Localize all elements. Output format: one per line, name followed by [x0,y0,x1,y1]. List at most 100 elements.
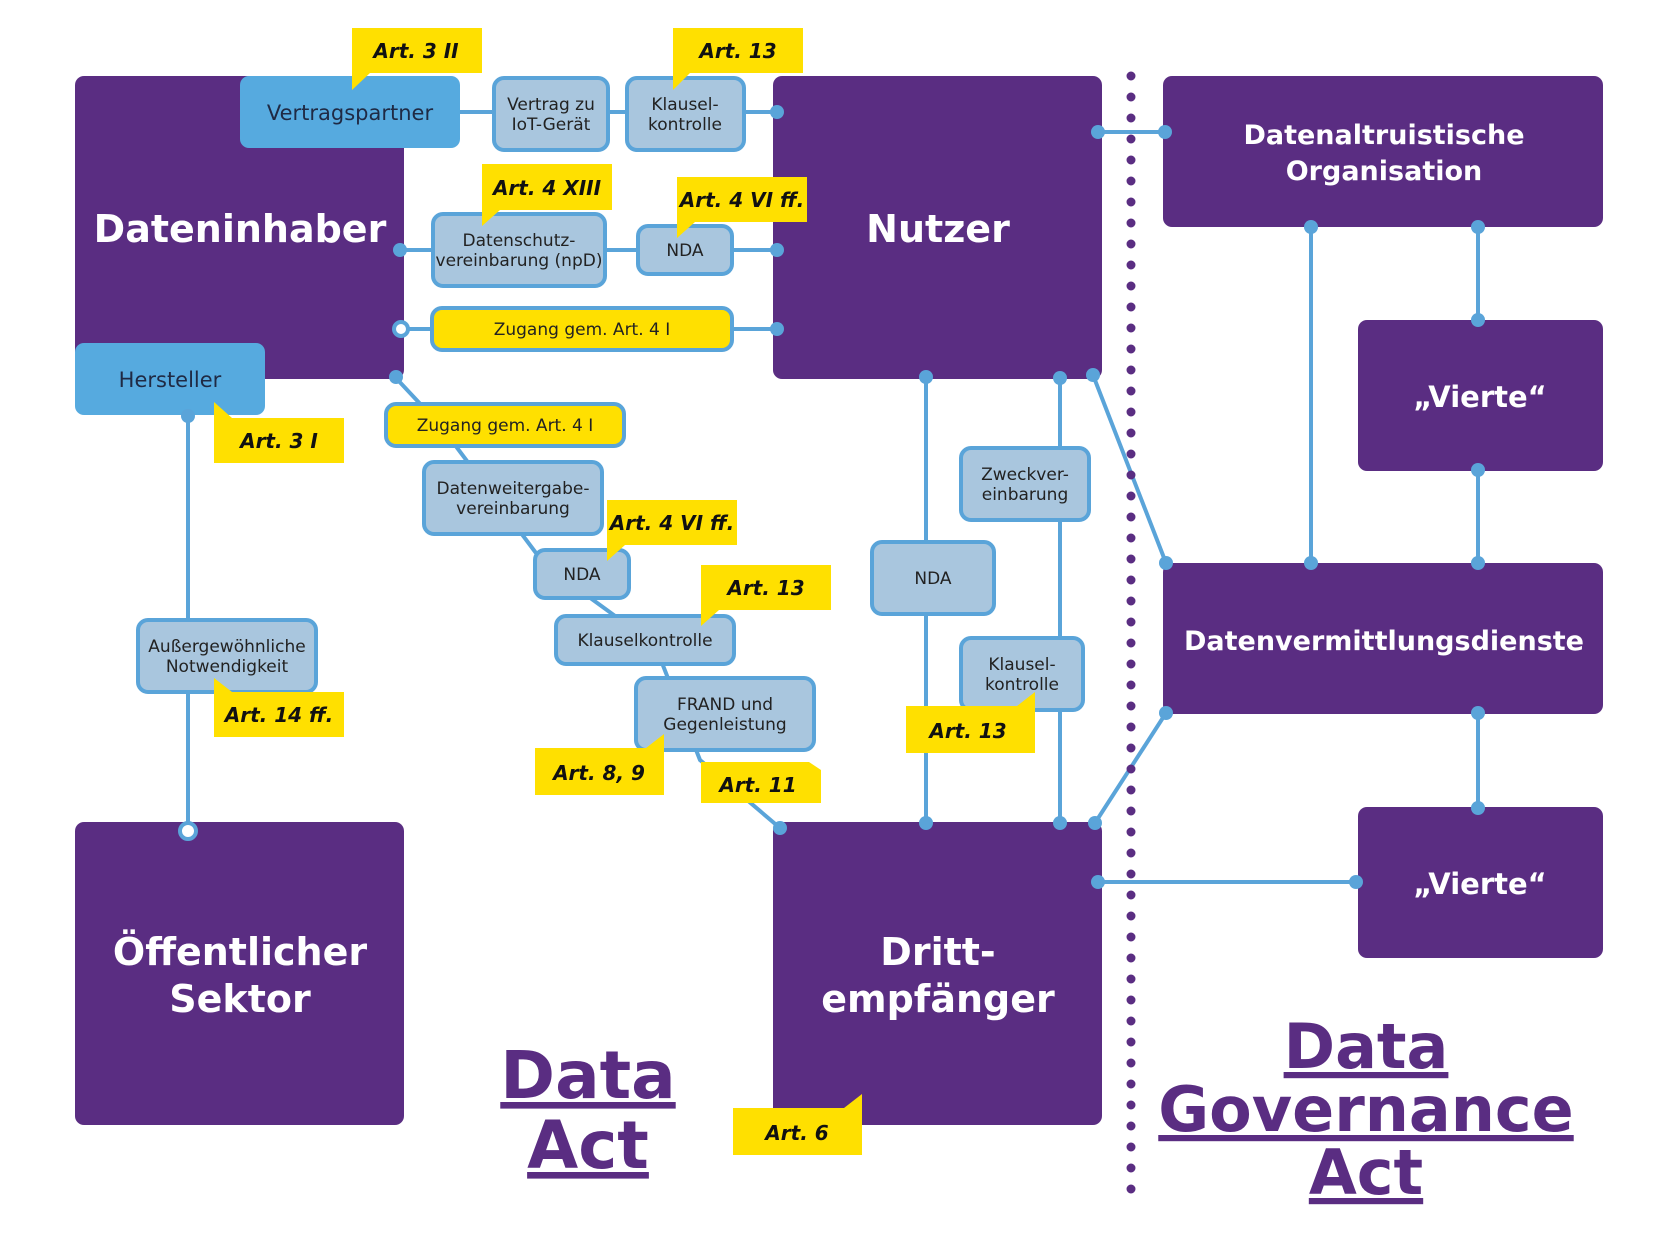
nda-mid-label: NDA [563,565,601,585]
dot [1091,125,1105,139]
frand-label-1: FRAND und [677,695,773,715]
nutzer-box [773,76,1102,379]
dot [1471,706,1485,720]
datenvermittlungsdienste-label: Datenvermittlungsdienste [1184,626,1584,657]
zugang-top-node [430,306,734,352]
datenaltruistische-organisation-box [1163,76,1603,227]
klauselkontrolle-top-node [625,76,746,152]
zweckvereinbarung-node [959,446,1091,522]
line-nutzer-datenvermittlung [1091,374,1168,564]
dot-open [178,821,198,841]
dot [1471,801,1485,815]
art13-top-callout [673,28,803,90]
nda-right-label: NDA [914,569,952,589]
vertragspartner-tab [240,76,460,148]
art13-right-callout [906,692,1035,753]
klauselkontrolle-right-label-2: kontrolle [985,675,1059,695]
nda-right-node [870,540,996,616]
art4xiii-label: Art. 4 XIII [491,176,602,200]
data-act-title-line-2: Act [527,1107,649,1184]
art14-callout [214,678,344,737]
art11-callout [701,762,821,803]
dot [1053,816,1067,830]
dga-title-line-1: Data [1284,1010,1449,1083]
art3ii-callout [352,28,482,90]
drittempfaenger-box [773,822,1102,1125]
dot [389,370,403,384]
datenweitergabevereinbarung-label-1: Datenweitergabe- [437,479,590,499]
dot [393,243,407,257]
act-titles: Data Act Data Governance Act [500,1010,1573,1209]
drittempfaenger-label-1: Dritt- [880,930,995,974]
vertrag-iot-label-2: IoT-Gerät [512,115,591,135]
dateninhaber-label: Dateninhaber [94,207,387,251]
hersteller-label: Hersteller [119,368,222,392]
dot [1349,875,1363,889]
dot-open [392,320,410,338]
dot [773,821,787,835]
art13-mid-callout [701,565,831,626]
dot [1159,556,1173,570]
art89-callout [535,734,664,795]
dot [770,322,784,336]
nda-mid-node [533,548,631,600]
dot [1471,556,1485,570]
vertragspartner-label: Vertragspartner [267,101,434,125]
datenweitergabevereinbarung-label-2: vereinbarung [456,499,570,519]
vierte-bottom-label: „Vierte“ [1413,867,1547,901]
art4vi-top-callout [677,177,807,238]
oeffentlicher-sektor-label-2: Sektor [169,977,311,1021]
nutzer-label: Nutzer [866,207,1010,251]
data-act-title-line-1: Data [500,1037,675,1114]
art3i-label: Art. 3 I [238,429,318,453]
art4vi-top-label: Art. 4 VI ff. [678,188,804,212]
dga-title-line-3: Act [1309,1136,1423,1209]
frand-label-2: Gegenleistung [663,715,786,735]
art3ii-label: Art. 3 II [371,39,459,63]
art6-callout [733,1094,862,1155]
actor-boxes: Dateninhaber Nutzer Öffentlicher Sektor … [75,76,1603,1125]
datenschutzvereinbarung-label-1: Datenschutz- [463,231,576,251]
dot [1304,556,1318,570]
dga-title-line-2: Governance [1158,1073,1573,1146]
nda-top-label: NDA [666,241,704,261]
aussergewoehnliche-label-1: Außergewöhnliche [148,637,305,657]
dot [1086,368,1100,382]
klauselkontrolle-top-label-1: Klausel- [651,95,718,115]
datenweitergabevereinbarung-node [422,460,604,536]
frand-node [634,676,816,752]
art14-label: Art. 14 ff. [223,703,334,727]
art13-right-label: Art. 13 [927,719,1006,743]
zweckvereinbarung-label-1: Zweckver- [981,465,1069,485]
article-callouts: Art. 3 II Art. 13 Art. 4 XIII Art. 4 VI … [214,28,1035,1155]
art13-top-label: Art. 13 [697,39,776,63]
contract-nodes: Vertrag zu IoT-Gerät Klausel- kontrolle … [136,76,1091,752]
hersteller-tab [75,343,265,415]
art13-mid-label: Art. 13 [725,576,804,600]
vierte-top-label: „Vierte“ [1413,380,1547,414]
klauselkontrolle-right-label-1: Klausel- [988,655,1055,675]
dot [1158,125,1172,139]
art89-label: Art. 8, 9 [551,761,645,785]
dot [770,105,784,119]
vierte-bottom-box [1358,807,1603,958]
dot [1088,816,1102,830]
dot [181,409,195,423]
datenschutzvereinbarung-node [431,212,607,288]
vertrag-iot-label-1: Vertrag zu [507,95,595,115]
vertrag-iot-node [492,76,610,152]
datenvermittlungsdienste-box [1163,563,1603,714]
dot [1471,220,1485,234]
dot [919,370,933,384]
dateninhaber-box [75,76,404,379]
drittempfaenger-label-2: empfänger [821,977,1055,1021]
dot [1471,313,1485,327]
datenaltruistische-label-1: Datenaltruistische [1243,120,1524,151]
zugang-top-label: Zugang gem. Art. 4 I [494,320,671,340]
zugang-mid-label: Zugang gem. Art. 4 I [417,416,594,436]
art11-label: Art. 11 [717,773,796,797]
zweckvereinbarung-label-2: einbarung [982,485,1069,505]
dot [1471,463,1485,477]
connection-dots [178,105,1485,889]
